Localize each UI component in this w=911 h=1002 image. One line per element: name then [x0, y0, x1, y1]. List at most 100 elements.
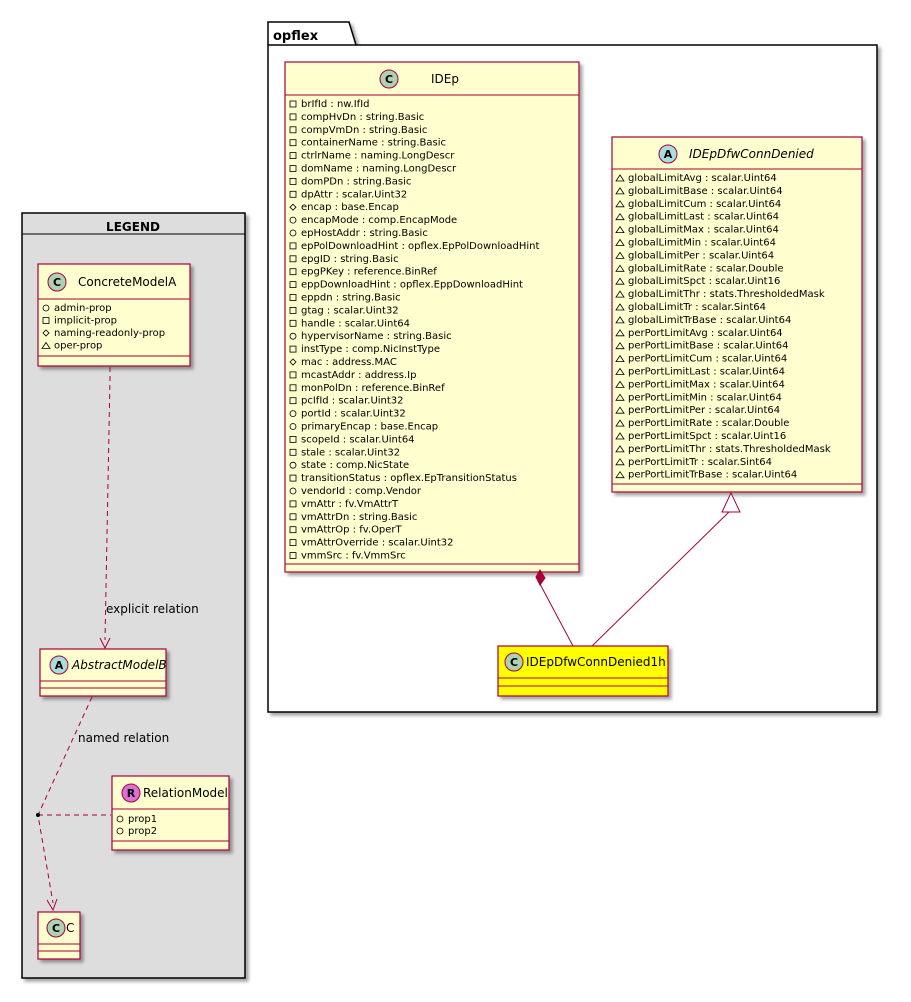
class-name: IDEpDfwConnDenied: [689, 147, 814, 161]
package-visibility-icon: [615, 212, 625, 221]
class-attribute: encap : base.Encap: [301, 202, 399, 213]
class-name: IDEp: [431, 72, 459, 86]
class-attribute: prop1: [128, 814, 157, 825]
class-attribute: globalLimitMin : scalar.Uint64: [628, 238, 776, 249]
class-attribute: perPortLimitAvg : scalar.Uint64: [628, 328, 783, 339]
abstract-circle-icon: [49, 655, 69, 675]
class-name: IDEpDfwConnDenied1h: [526, 655, 666, 669]
public-visibility-icon: [289, 332, 297, 340]
class-attribute: globalLimitRate : scalar.Double: [628, 263, 784, 274]
class-attribute: vmAttr : fv.VmAttrT: [301, 499, 399, 510]
explicit-relation-label: explicit relation: [106, 602, 199, 616]
class-attribute: brIfId : nw.IfId: [301, 99, 370, 110]
package-visibility-icon: [615, 432, 625, 440]
class-attribute: gtag : scalar.Uint32: [301, 305, 399, 316]
package-title: opflex: [273, 29, 319, 44]
private-visibility-icon: [289, 513, 297, 521]
package-visibility-icon: [615, 406, 625, 414]
package-visibility-icon: [615, 251, 625, 259]
composition-edge: [535, 569, 574, 647]
class-attribute: globalLimitCum : scalar.Uint64: [628, 199, 781, 210]
package-visibility-icon: [615, 367, 625, 375]
class-attribute: globalLimitLast : scalar.Uint64: [628, 212, 779, 223]
legend-target-name: C: [66, 921, 74, 935]
class-attribute: admin-prop: [54, 303, 112, 314]
class-attribute: hypervisorName : string.Basic: [301, 331, 452, 342]
private-visibility-icon: [289, 435, 297, 443]
class-attribute: vmAttrOverride : scalar.Uint32: [301, 538, 453, 549]
class-attribute: mcastAddr : address.Ip: [301, 370, 416, 381]
class-circle-icon: [504, 652, 524, 672]
class-attribute: implicit-prop: [54, 316, 117, 327]
stereotype-letter: A: [55, 659, 64, 672]
class-attribute: eppDownloadHint : opflex.EppDownloadHint: [301, 280, 523, 291]
public-visibility-icon: [116, 827, 124, 835]
package-visibility-icon: [615, 445, 625, 453]
named-relation-label: named relation: [78, 731, 169, 745]
public-visibility-icon: [289, 229, 297, 237]
class-circle-icon: [379, 69, 399, 89]
package-visibility-icon: [615, 303, 625, 311]
legend-abstract-class: A AbstractModelB: [39, 648, 167, 697]
private-visibility-icon: [289, 384, 297, 392]
package-visibility-icon: [615, 354, 625, 362]
legend-title: LEGEND: [106, 220, 160, 234]
class-circle-icon: [46, 918, 66, 938]
class-attribute: epgPKey : reference.BinRef: [301, 267, 437, 278]
class-attribute: perPortLimitLast : scalar.Uint64: [628, 367, 785, 378]
private-visibility-icon: [289, 448, 297, 456]
class-attribute: perPortLimitCum : scalar.Uint64: [628, 354, 787, 365]
arrowhead-icon: [46, 898, 58, 912]
private-visibility-icon: [289, 526, 297, 534]
stereotype-letter: R: [127, 787, 136, 800]
private-visibility-icon: [289, 397, 297, 405]
package-visibility-icon: [615, 225, 625, 233]
association-point-icon: [36, 813, 40, 817]
package-visibility-icon: [615, 470, 625, 479]
private-visibility-icon: [289, 100, 297, 108]
package-visibility-icon: [615, 316, 625, 324]
class-attribute: containerName : string.Basic: [301, 138, 446, 149]
class-attribute: vmmSrc : fv.VmmSrc: [301, 551, 406, 562]
public-visibility-icon: [289, 216, 297, 224]
private-visibility-icon: [289, 345, 297, 353]
package-visibility-icon: [615, 238, 625, 246]
class-attribute: compHvDn : string.Basic: [301, 112, 424, 123]
private-visibility-icon: [289, 268, 297, 276]
class-attribute: globalLimitSpct : scalar.Uint16: [628, 276, 780, 287]
class-attribute: vmAttrOp : fv.OperT: [301, 525, 403, 536]
private-visibility-icon: [289, 190, 297, 198]
package-visibility-icon: [615, 264, 625, 272]
class-attribute: mac : address.MAC: [301, 357, 397, 368]
legend-panel: LEGEND C ConcreteModelA admin-propimplic…: [21, 212, 246, 979]
package-visibility-icon: [41, 341, 51, 349]
class-attribute: epHostAddr : string.Basic: [301, 228, 428, 239]
class-attribute: perPortLimitRate : scalar.Double: [628, 418, 789, 429]
stereotype-letter: C: [510, 656, 518, 669]
private-visibility-icon: [289, 319, 297, 327]
class-attribute: encapMode : comp.EncapMode: [301, 215, 457, 226]
private-visibility-icon: [289, 242, 297, 250]
class-attribute: monPolDn : reference.BinRef: [301, 383, 445, 394]
protected-visibility-icon: [289, 358, 297, 366]
package-visibility-icon: [615, 174, 625, 182]
protected-visibility-icon: [42, 329, 50, 337]
private-visibility-icon: [289, 139, 297, 147]
legend-relation-name: RelationModel: [143, 786, 228, 800]
private-visibility-icon: [42, 317, 50, 324]
arrowhead-icon: [99, 637, 111, 650]
package-visibility-icon: [615, 419, 625, 427]
class-attribute: domPDn : string.Basic: [301, 176, 411, 187]
class-attribute: eppdn : string.Basic: [301, 293, 401, 304]
inheritance-edge: [591, 491, 741, 647]
composition-diamond-icon: [535, 569, 546, 586]
relation-circle-icon: [121, 783, 141, 803]
package-visibility-icon: [615, 393, 625, 401]
class-attribute: instType : comp.NicInstType: [301, 344, 440, 355]
class-attribute: perPortLimitMax : scalar.Uint64: [628, 379, 785, 390]
private-visibility-icon: [289, 126, 297, 134]
